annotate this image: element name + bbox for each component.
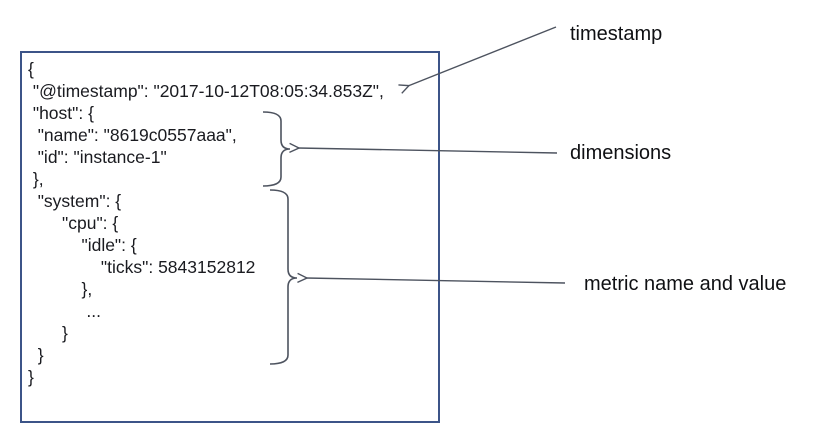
code-line: ... (28, 301, 101, 321)
json-code-block: { "@timestamp": "2017-10-12T08:05:34.853… (22, 53, 438, 388)
code-line: "cpu": { (28, 213, 119, 233)
code-line: "name": "8619c0557aaa", (28, 125, 237, 145)
code-line: }, (28, 279, 93, 299)
code-line: "@timestamp": "2017-10-12T08:05:34.853Z"… (28, 81, 384, 101)
code-line: }, (28, 169, 44, 189)
code-line: "host": { (28, 103, 94, 123)
code-line: } (28, 345, 44, 365)
code-line: "id": "instance-1" (28, 147, 167, 167)
metric-document-box: { "@timestamp": "2017-10-12T08:05:34.853… (20, 51, 440, 423)
label-timestamp: timestamp (570, 23, 663, 45)
code-line: } (28, 367, 34, 387)
code-line: "idle": { (28, 235, 137, 255)
label-dimensions: dimensions (570, 142, 672, 164)
code-line: "ticks": 5843152812 (28, 257, 256, 277)
code-line: { (28, 59, 34, 79)
code-line: "system": { (28, 191, 122, 211)
label-metric-name-and-value: metric name and value (584, 273, 787, 295)
code-line: } (28, 323, 68, 343)
